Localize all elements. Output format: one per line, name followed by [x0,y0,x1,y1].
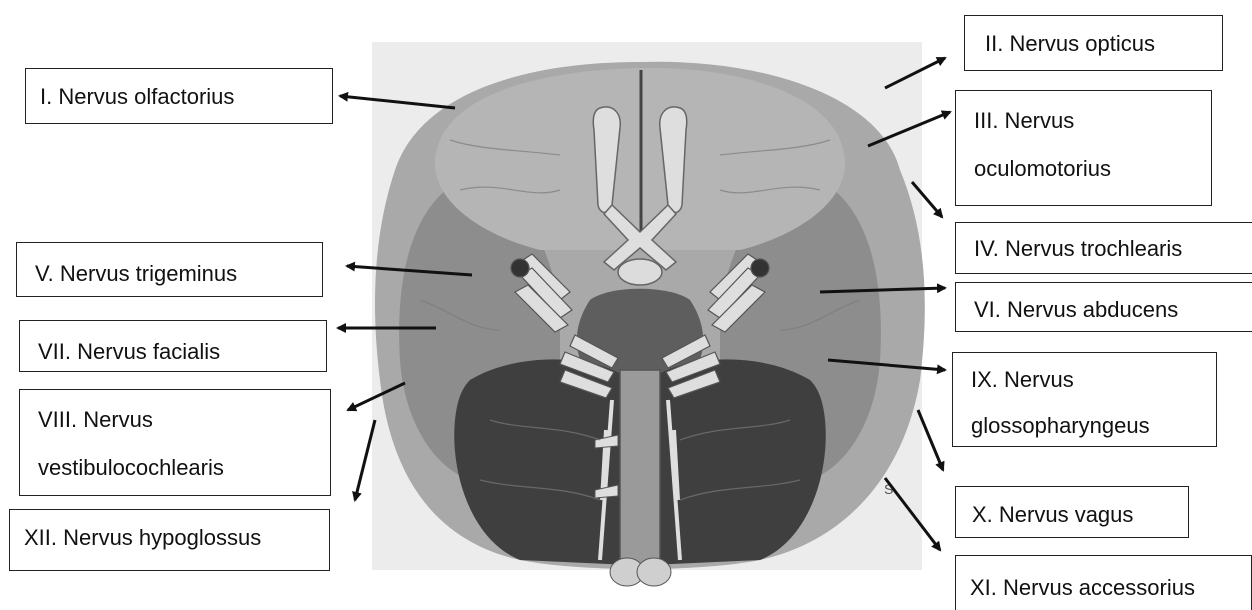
label-text: VI. Nervus abducens [974,283,1252,332]
label-text: VIII. Nervus [38,396,330,444]
label-trigeminus: V. Nervus trigeminus [16,242,323,297]
label-text: IX. Nervus [971,357,1216,403]
label-text: XI. Nervus accessorius [970,556,1251,610]
label-facialis: VII. Nervus facialis [19,320,327,372]
medulla [620,370,660,565]
label-oculomotorius: III. Nervus oculomotorius [955,90,1212,206]
label-abducens: VI. Nervus abducens [955,282,1252,332]
label-text: vestibulocochlearis [38,444,330,492]
label-glossopharyngeus: IX. Nervus glossopharyngeus [952,352,1217,447]
label-text: glossopharyngeus [971,403,1216,447]
label-hypoglossus: XII. Nervus hypoglossus [9,509,330,571]
pituitary [618,259,662,285]
stray-letter: S [884,481,893,497]
label-text: V. Nervus trigeminus [35,243,322,297]
label-vestibulocochlearis: VIII. Nervus vestibulocochlearis [19,389,331,496]
label-vagus: X. Nervus vagus [955,486,1189,538]
label-text: X. Nervus vagus [972,487,1188,538]
label-text: II. Nervus opticus [985,16,1222,71]
label-accessorius: XI. Nervus accessorius [955,555,1252,610]
label-text: XII. Nervus hypoglossus [24,510,329,566]
label-text: I. Nervus olfactorius [40,69,332,124]
label-text: oculomotorius [974,145,1211,193]
label-opticus: II. Nervus opticus [964,15,1223,71]
label-text: VII. Nervus facialis [38,321,326,372]
pons [577,289,703,375]
right-tonsil [637,558,671,586]
label-text: III. Nervus [974,97,1211,145]
label-olfactorius: I. Nervus olfactorius [25,68,333,124]
label-text: IV. Nervus trochlearis [974,223,1252,274]
label-trochlearis: IV. Nervus trochlearis [955,222,1252,274]
